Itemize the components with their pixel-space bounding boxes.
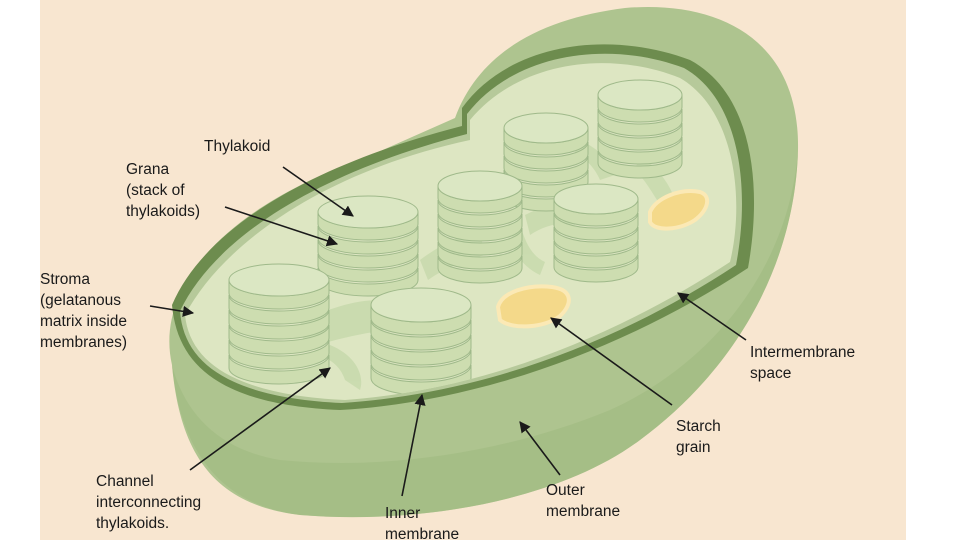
label-intermembrane-space: Intermembrane space	[750, 344, 859, 382]
thylakoid-leader	[282, 166, 354, 217]
thylakoid-disc	[317, 267, 419, 297]
inner-membrane-leader	[401, 393, 426, 497]
starch-grain-1	[495, 284, 571, 329]
granum-stack	[437, 170, 523, 284]
label-outer-membrane: Outer membrane	[546, 482, 620, 520]
thylakoid-disc	[317, 253, 419, 283]
grana-stacks	[228, 79, 683, 396]
thylakoid-disc	[437, 241, 523, 270]
thylakoid-disc	[553, 254, 639, 283]
starch-grain-2	[648, 189, 710, 231]
thylakoid-disc-top	[228, 263, 330, 297]
label-starch-grain: Starch grain	[676, 418, 725, 456]
leader-lines	[149, 166, 747, 497]
thylakoid-disc	[370, 349, 472, 381]
thylakoid-disc-top	[317, 195, 419, 229]
channel-leader	[189, 367, 331, 471]
stroma-leader	[149, 305, 195, 317]
label-thylakoid: Thylakoid	[204, 138, 270, 155]
outer-membrane-shading	[172, 150, 798, 518]
grana-leader	[224, 206, 339, 247]
thylakoid-disc	[228, 339, 330, 370]
thylakoid-disc	[437, 227, 523, 256]
thylakoid-disc	[228, 294, 330, 325]
chloroplast	[169, 7, 799, 518]
thylakoid-disc	[228, 309, 330, 340]
thylakoid-disc	[597, 108, 683, 137]
thylakoid-disc	[317, 225, 419, 255]
label-channel: Channel interconnecting thylakoids.	[96, 473, 205, 532]
thylakoid-disc	[228, 324, 330, 355]
thylakoid-disc	[317, 239, 419, 269]
outer-membrane-leader	[519, 421, 561, 476]
granum-stack	[597, 79, 683, 179]
thylakoid-disc	[503, 141, 589, 170]
thylakoid-disc	[370, 334, 472, 366]
granum-stack	[370, 287, 472, 396]
label-grana: Grana (stack of thylakoids)	[126, 161, 200, 220]
thylakoid-disc	[553, 240, 639, 269]
thylakoid-disc	[597, 136, 683, 165]
thylakoid-disc	[437, 199, 523, 228]
thylakoid-disc-top	[370, 287, 472, 323]
thylakoid-disc	[553, 226, 639, 255]
thylakoid-disc	[437, 255, 523, 284]
granum-stack	[553, 183, 639, 283]
thylakoid-disc-top	[437, 170, 523, 202]
thylakoid-disc-top	[597, 79, 683, 111]
thylakoid-disc	[370, 319, 472, 351]
intermembrane-leader	[677, 292, 747, 341]
granum-stack	[317, 195, 419, 297]
thylakoid-disc	[597, 122, 683, 151]
thylakoid-disc-top	[553, 183, 639, 215]
thylakoid-disc	[597, 150, 683, 179]
starch-grain-leader	[550, 317, 673, 406]
thylakoid-disc	[437, 213, 523, 242]
thylakoid-disc-top	[503, 112, 589, 144]
label-inner-membrane: Inner membrane	[385, 505, 459, 540]
thylakoid-disc	[553, 212, 639, 241]
thylakoid-disc	[503, 155, 589, 184]
label-stroma: Stroma (gelatanous matrix inside membran…	[40, 271, 131, 351]
labels: Thylakoid Grana (stack of thylakoids) St…	[40, 138, 859, 540]
granum-stack	[228, 263, 330, 385]
